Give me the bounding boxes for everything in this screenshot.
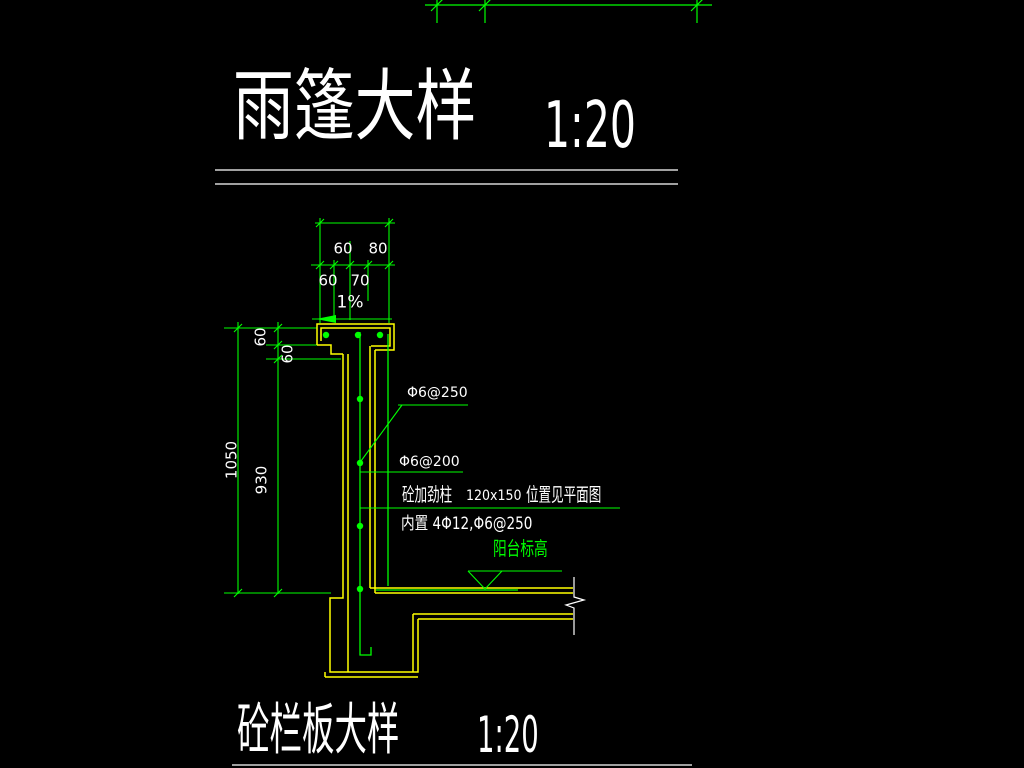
dimension-ticks xyxy=(233,323,283,598)
dim-top-60a: 60 xyxy=(333,239,353,258)
drawing-title-bottom: 砼栏板大样 xyxy=(237,698,400,763)
dim-left-60b: 60 xyxy=(278,344,297,364)
slope-arrow-head xyxy=(316,315,336,323)
dim-left-930: 930 xyxy=(252,465,271,495)
left-dimension-lines xyxy=(224,322,341,598)
note-column-location: 位置见平面图 xyxy=(526,484,602,506)
top-reference-line xyxy=(425,0,712,23)
parapet-wall-outline xyxy=(329,346,419,673)
drawing-scale-bottom: 1:20 xyxy=(477,706,539,764)
leader-lines xyxy=(360,404,620,509)
level-symbol xyxy=(467,570,562,590)
floor-slab-outline xyxy=(324,587,573,678)
note-column-rebar: 内置 4Φ12,Φ6@250 xyxy=(401,514,533,534)
dimension-ticks xyxy=(315,218,394,270)
dim-left-60a: 60 xyxy=(251,327,270,347)
drawing-scale-top: 1:20 xyxy=(544,89,636,163)
reinforcement xyxy=(322,331,620,656)
note-column-label: 砼加劲柱 xyxy=(402,484,453,506)
reference-ticks xyxy=(430,0,703,12)
dim-left-1050: 1050 xyxy=(222,440,241,480)
note-stirrup-top: Φ6@250 xyxy=(407,385,468,401)
title-underlines xyxy=(215,169,692,766)
canopy-cap-outline xyxy=(316,323,395,355)
dim-top-60b: 60 xyxy=(318,271,338,290)
dim-top-70: 70 xyxy=(350,271,370,290)
dim-slope: 1% xyxy=(336,292,364,313)
dim-top-80: 80 xyxy=(368,239,388,258)
drawing-title-top: 雨篷大样 xyxy=(233,62,477,152)
top-dimension-lines xyxy=(311,218,395,323)
rebar-dots xyxy=(322,331,384,593)
note-stirrup-mid: Φ6@200 xyxy=(399,454,460,470)
rebar-lines xyxy=(359,332,518,656)
note-column-size: 120x150 xyxy=(466,488,522,504)
break-line xyxy=(564,577,587,635)
note-balcony-level: 阳台标高 xyxy=(493,538,548,560)
